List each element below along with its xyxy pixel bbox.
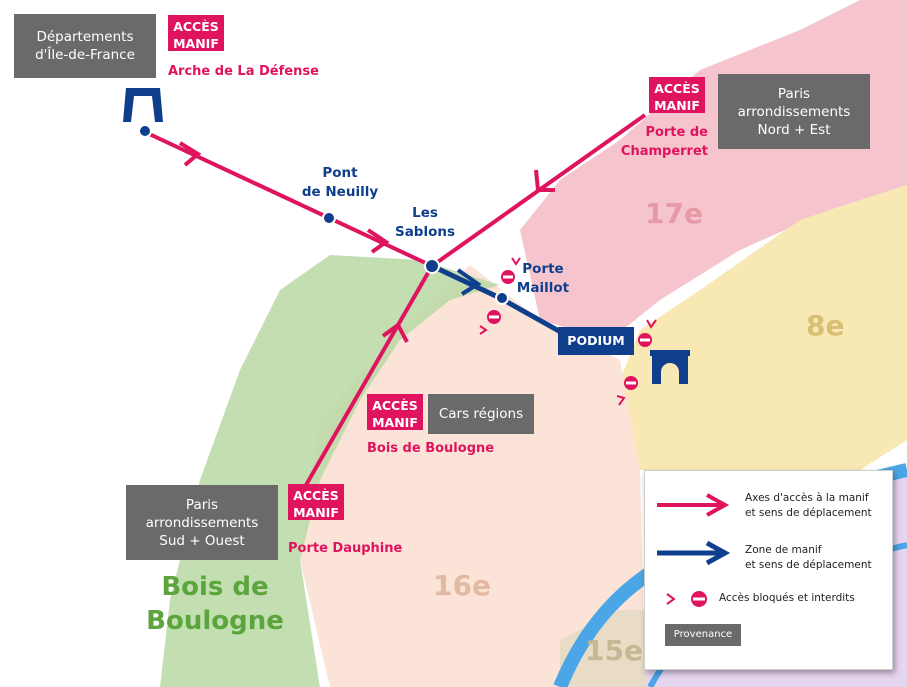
station-sablons: Les Sablons xyxy=(394,205,456,240)
map-legend: Axes d'accès à la manif et sens de dépla… xyxy=(644,470,893,670)
district-15-label: 15e xyxy=(585,634,643,667)
legend-blocked-text: Accès bloqués et interdits xyxy=(719,592,855,604)
chevron-arrow-icon xyxy=(178,141,555,343)
acces-manif-champerret: ACCÈS MANIF xyxy=(649,77,705,113)
podium-label: PODIUM xyxy=(558,327,634,355)
district-8-label: 8e xyxy=(806,309,845,342)
label-dauphine: Porte Dauphine xyxy=(288,541,403,556)
bois-de-boulogne-area xyxy=(160,255,500,687)
origin-idf: Départements d'Île-de-France xyxy=(14,14,156,78)
label-champerret: Porte de Champerret xyxy=(620,125,708,159)
label-bois: Bois de Boulogne xyxy=(367,441,495,456)
bois-de-boulogne-label: Bois de Boulogne xyxy=(146,572,284,636)
origin-nord-est: Paris arrondissements Nord + Est xyxy=(718,74,870,149)
acces-manif-dauphine: ACCÈS MANIF xyxy=(288,484,344,520)
district-8-area xyxy=(620,185,907,470)
origin-sud-ouest: Paris arrondissements Sud + Ouest xyxy=(126,485,278,560)
district-16-area xyxy=(300,265,645,687)
legend-zone-text: Zone de manif et sens de déplacement xyxy=(745,544,872,571)
no-entry-icon xyxy=(487,270,652,390)
legend-provenance-swatch: Provenance xyxy=(665,624,741,646)
legend-access-text: Axes d'accès à la manif et sens de dépla… xyxy=(745,492,872,519)
label-defense: Arche de La Défense xyxy=(168,64,319,79)
station-neuilly: Pont de Neuilly xyxy=(301,165,379,200)
legend-access-line-icon xyxy=(657,493,730,517)
district-17-label: 17e xyxy=(645,197,703,230)
grande-arche-icon xyxy=(123,88,163,122)
station-dots xyxy=(138,124,509,305)
legend-blocked-icon xyxy=(666,591,707,607)
legend-zone-line-icon xyxy=(657,540,731,566)
chevron-arrow-icon xyxy=(456,268,482,296)
district-16-label: 16e xyxy=(433,569,491,602)
arc-de-triomphe-icon xyxy=(650,350,690,384)
acces-manif-defense: ACCÈS MANIF xyxy=(168,15,224,51)
origin-regions: Cars régions xyxy=(428,394,534,434)
acces-manif-bois: ACCÈS MANIF xyxy=(367,394,423,430)
station-maillot: Porte Maillot xyxy=(516,261,570,296)
blocked-arrow-icons xyxy=(479,257,657,406)
